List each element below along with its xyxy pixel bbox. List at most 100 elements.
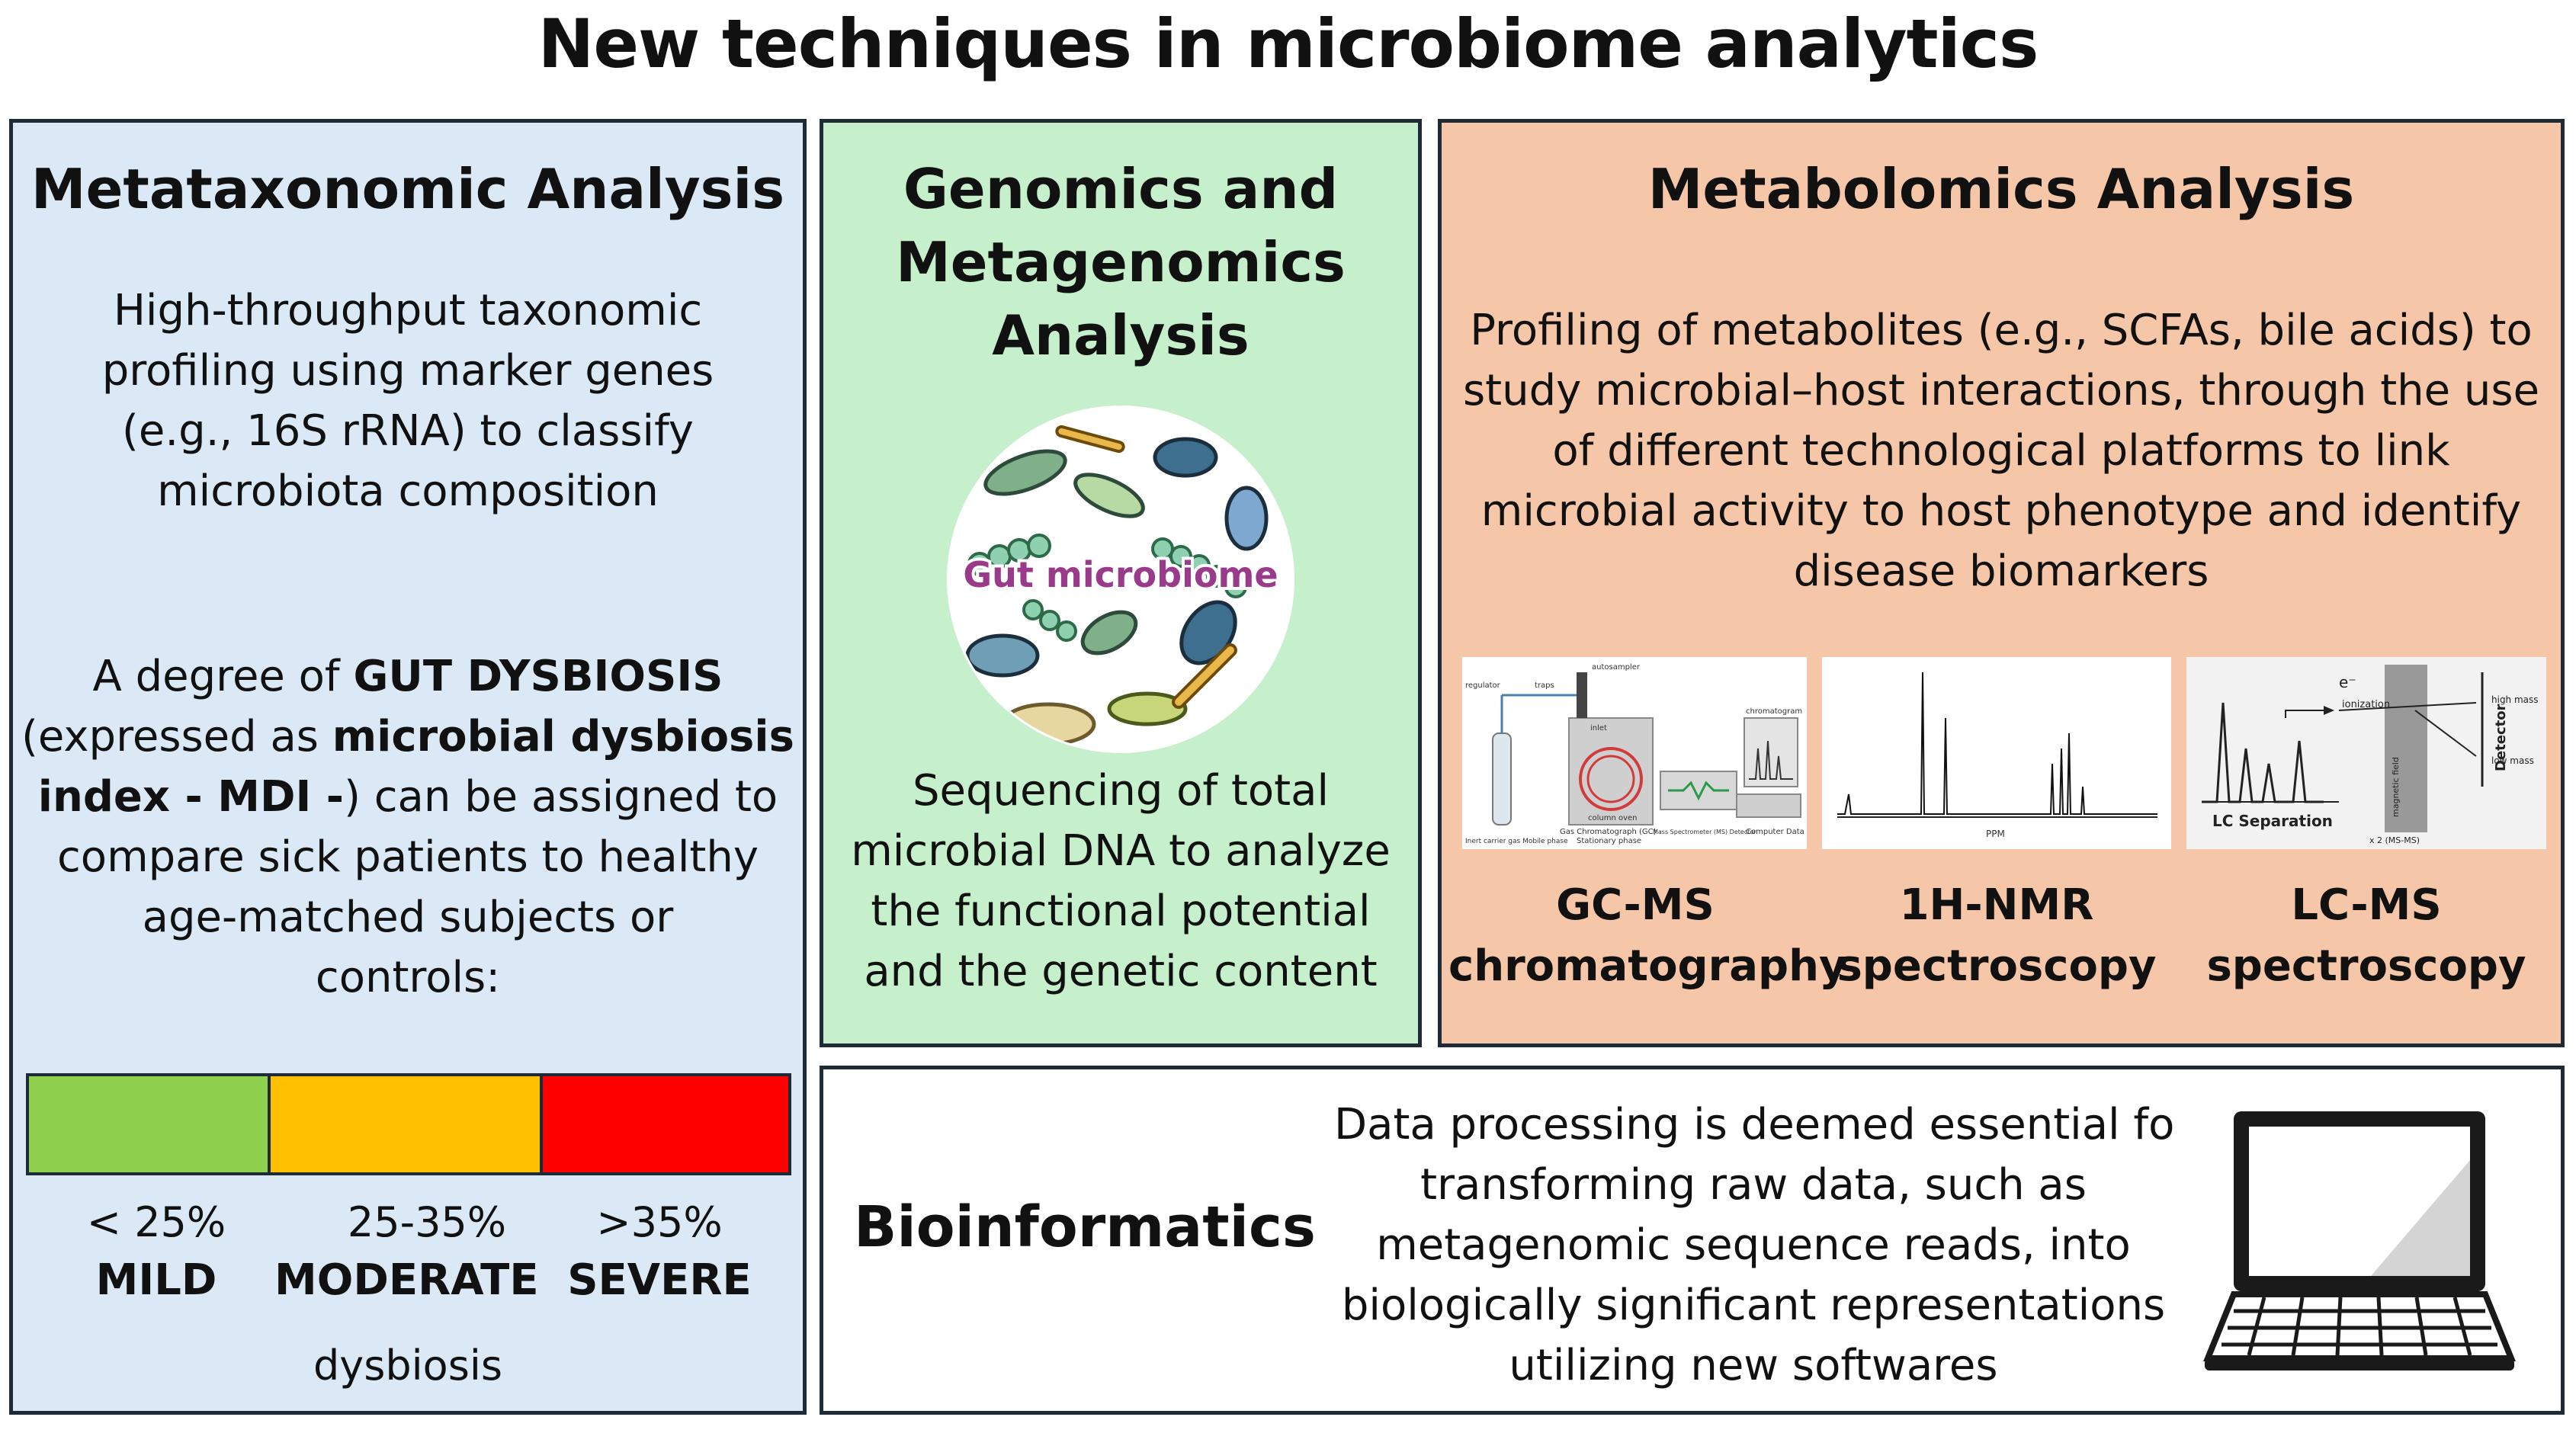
lcms-label: LC Separation xyxy=(2212,812,2333,830)
dysbiosis-line-2: (expressed as microbial dysbiosis xyxy=(9,707,807,767)
laptop-screen-glare xyxy=(2371,1160,2470,1276)
rod-bacterium xyxy=(1055,425,1125,454)
metataxonomic-panel xyxy=(9,119,807,1415)
genomics-description-line: Sequencing of total xyxy=(913,766,1329,816)
lcms-label: Detector xyxy=(2493,704,2509,771)
gcms-label: Stationary phase xyxy=(1577,837,1641,845)
metabolomics-description-line: of different technological platforms to … xyxy=(1552,426,2450,476)
bioinformatics-description-line: utilizing new softwares xyxy=(1509,1341,1998,1390)
microbes-group xyxy=(965,425,1269,746)
gut-microbiome-label: Gut microbiome xyxy=(963,554,1278,595)
technique-type: spectroscopy xyxy=(2206,941,2526,991)
bacterium-shape xyxy=(1153,437,1218,478)
bacterium-shape xyxy=(965,633,1040,678)
scale-level-mild: MILD xyxy=(95,1255,217,1305)
technique-nmr: 1H-NMR spectroscopy xyxy=(1822,875,2171,997)
chromatogram-trace xyxy=(1749,740,1793,780)
autosampler-shape xyxy=(1577,672,1587,718)
scale-caption: dysbiosis xyxy=(313,1342,502,1390)
mdi-term: index - MDI - xyxy=(37,772,345,822)
metabolomics-description-line: disease biomarkers xyxy=(1793,547,2209,596)
genomics-description-line: microbial DNA to analyze xyxy=(851,826,1391,876)
gcms-label: Inert carrier gas Mobile phase xyxy=(1465,838,1568,845)
computer-screen-shape xyxy=(1744,717,1798,787)
genomics-title-line: Analysis xyxy=(992,303,1250,367)
genomics-title-line: Metagenomics xyxy=(896,230,1346,294)
bacterium-shape xyxy=(983,449,1067,496)
laptop-bottom-edge xyxy=(2205,1358,2514,1370)
metabolomics-description-line: microbial activity to host phenotype and… xyxy=(1480,486,2522,536)
bioinformatics-description: Data processing is deemed essential fo t… xyxy=(1334,1095,2173,1396)
gcms-label: traps xyxy=(1535,681,1554,690)
gc-oven-shape xyxy=(1568,717,1654,825)
lcms-label: x 2 (MS-MS) xyxy=(2369,835,2420,845)
ion-path xyxy=(2338,702,2477,711)
gcms-label: Mass Spectrometer (MS) Detector xyxy=(1653,829,1756,835)
dysbiosis-text: A degree of xyxy=(92,652,354,701)
lcms-label: low mass xyxy=(2491,755,2534,766)
technique-type: spectroscopy xyxy=(1837,941,2157,991)
lcms-label: magnetic field xyxy=(2391,757,2401,817)
lcms-schematic: e⁻ ionization magnetic field Detector hi… xyxy=(2186,657,2546,849)
gcms-label: Computer Data xyxy=(1746,828,1804,836)
genomics-description-line: and the genetic content xyxy=(864,947,1378,996)
metabolomics-description: Profiling of metabolites (e.g., SCFAs, b… xyxy=(1438,300,2565,601)
dysbiosis-line-1: A degree of GUT DYSBIOSIS xyxy=(9,646,807,707)
dysbiosis-line-4: compare sick patients to healthy xyxy=(57,832,759,882)
bioinformatics-description-line: transforming raw data, such as xyxy=(1420,1160,2087,1210)
ms-signal-trace xyxy=(1668,781,1729,801)
genomics-title: Genomics and Metagenomics Analysis xyxy=(820,152,1422,372)
metataxonomic-description-line: profiling using marker genes xyxy=(101,346,714,396)
lcms-label: e⁻ xyxy=(2339,673,2356,691)
genomics-description-line: the functional potential xyxy=(871,886,1371,936)
gc-column-coil xyxy=(1579,747,1643,811)
bioinformatics-title: Bioinformatics xyxy=(854,1194,1316,1260)
bacterium-shape xyxy=(1107,691,1188,726)
main-title: New techniques in microbiome analytics xyxy=(537,5,2039,83)
laptop-keys xyxy=(2222,1297,2497,1356)
bacterium-shape xyxy=(1073,473,1145,518)
gcms-schematic: regulator traps autosampler inlet column… xyxy=(1462,657,1807,849)
bioinformatics-description-line: Data processing is deemed essential fo xyxy=(1334,1100,2173,1149)
gcms-label: regulator xyxy=(1465,681,1501,690)
technique-lcms: LC-MS spectroscopy xyxy=(2186,875,2546,997)
lcms-label: high mass xyxy=(2491,694,2539,705)
technique-name: 1H-NMR xyxy=(1899,880,2094,930)
bacterium-shape xyxy=(1224,486,1269,551)
lcms-labels: e⁻ ionization magnetic field Detector hi… xyxy=(2212,673,2539,845)
gcms-label: autosampler xyxy=(1592,663,1641,672)
scale-range-moderate: 25-35% xyxy=(347,1198,507,1246)
scale-level-moderate: MODERATE xyxy=(274,1255,539,1305)
ion-path xyxy=(2414,710,2477,757)
bacterium-shape xyxy=(1000,702,1096,746)
metataxonomic-title: Metataxonomic Analysis xyxy=(30,157,785,221)
bacterium-shape xyxy=(1080,610,1138,656)
gcms-label: column oven xyxy=(1588,814,1638,822)
genomics-description: Sequencing of total microbial DNA to ana… xyxy=(820,761,1422,1002)
metabolomics-title: Metabolomics Analysis xyxy=(1647,157,2355,221)
dysbiosis-text: ) can be assigned to xyxy=(344,772,778,822)
technique-gcms: GC-MS chromatography xyxy=(1448,875,1847,997)
rod-bacterium xyxy=(1172,643,1237,709)
gas-cylinder-shape xyxy=(1492,733,1512,825)
nmr-axis-label: PPM xyxy=(1986,829,2005,839)
scale-segment-mild xyxy=(26,1073,271,1175)
gcms-label: inlet xyxy=(1590,724,1607,733)
scale-range-mild: < 25% xyxy=(86,1198,226,1246)
metataxonomic-description-line: microbiota composition xyxy=(157,466,659,516)
scale-segment-severe xyxy=(540,1073,791,1175)
gcms-label: Gas Chromatograph (GC) xyxy=(1560,828,1657,836)
nmr-peaks xyxy=(1837,672,2157,815)
scale-range-severe: >35% xyxy=(596,1198,723,1246)
gut-microbiome-illustration: Gut microbiome xyxy=(947,406,1294,753)
metataxonomic-description: High-throughput taxonomic profiling usin… xyxy=(9,281,807,521)
bioinformatics-description-line: biologically significant representations xyxy=(1341,1281,2166,1330)
metabolomics-description-line: Profiling of metabolites (e.g., SCFAs, b… xyxy=(1470,306,2533,355)
ionization-arrow xyxy=(2285,710,2324,718)
metabolomics-panel xyxy=(1438,119,2565,1047)
technique-type: chromatography xyxy=(1448,941,1847,991)
metataxonomic-description-line: (e.g., 16S rRNA) to classify xyxy=(122,406,694,456)
magnetic-field-shape xyxy=(2385,665,2427,832)
dysbiosis-description: A degree of GUT DYSBIOSIS (expressed as … xyxy=(9,646,807,1008)
nmr-spectrum: PPM xyxy=(1822,657,2171,849)
